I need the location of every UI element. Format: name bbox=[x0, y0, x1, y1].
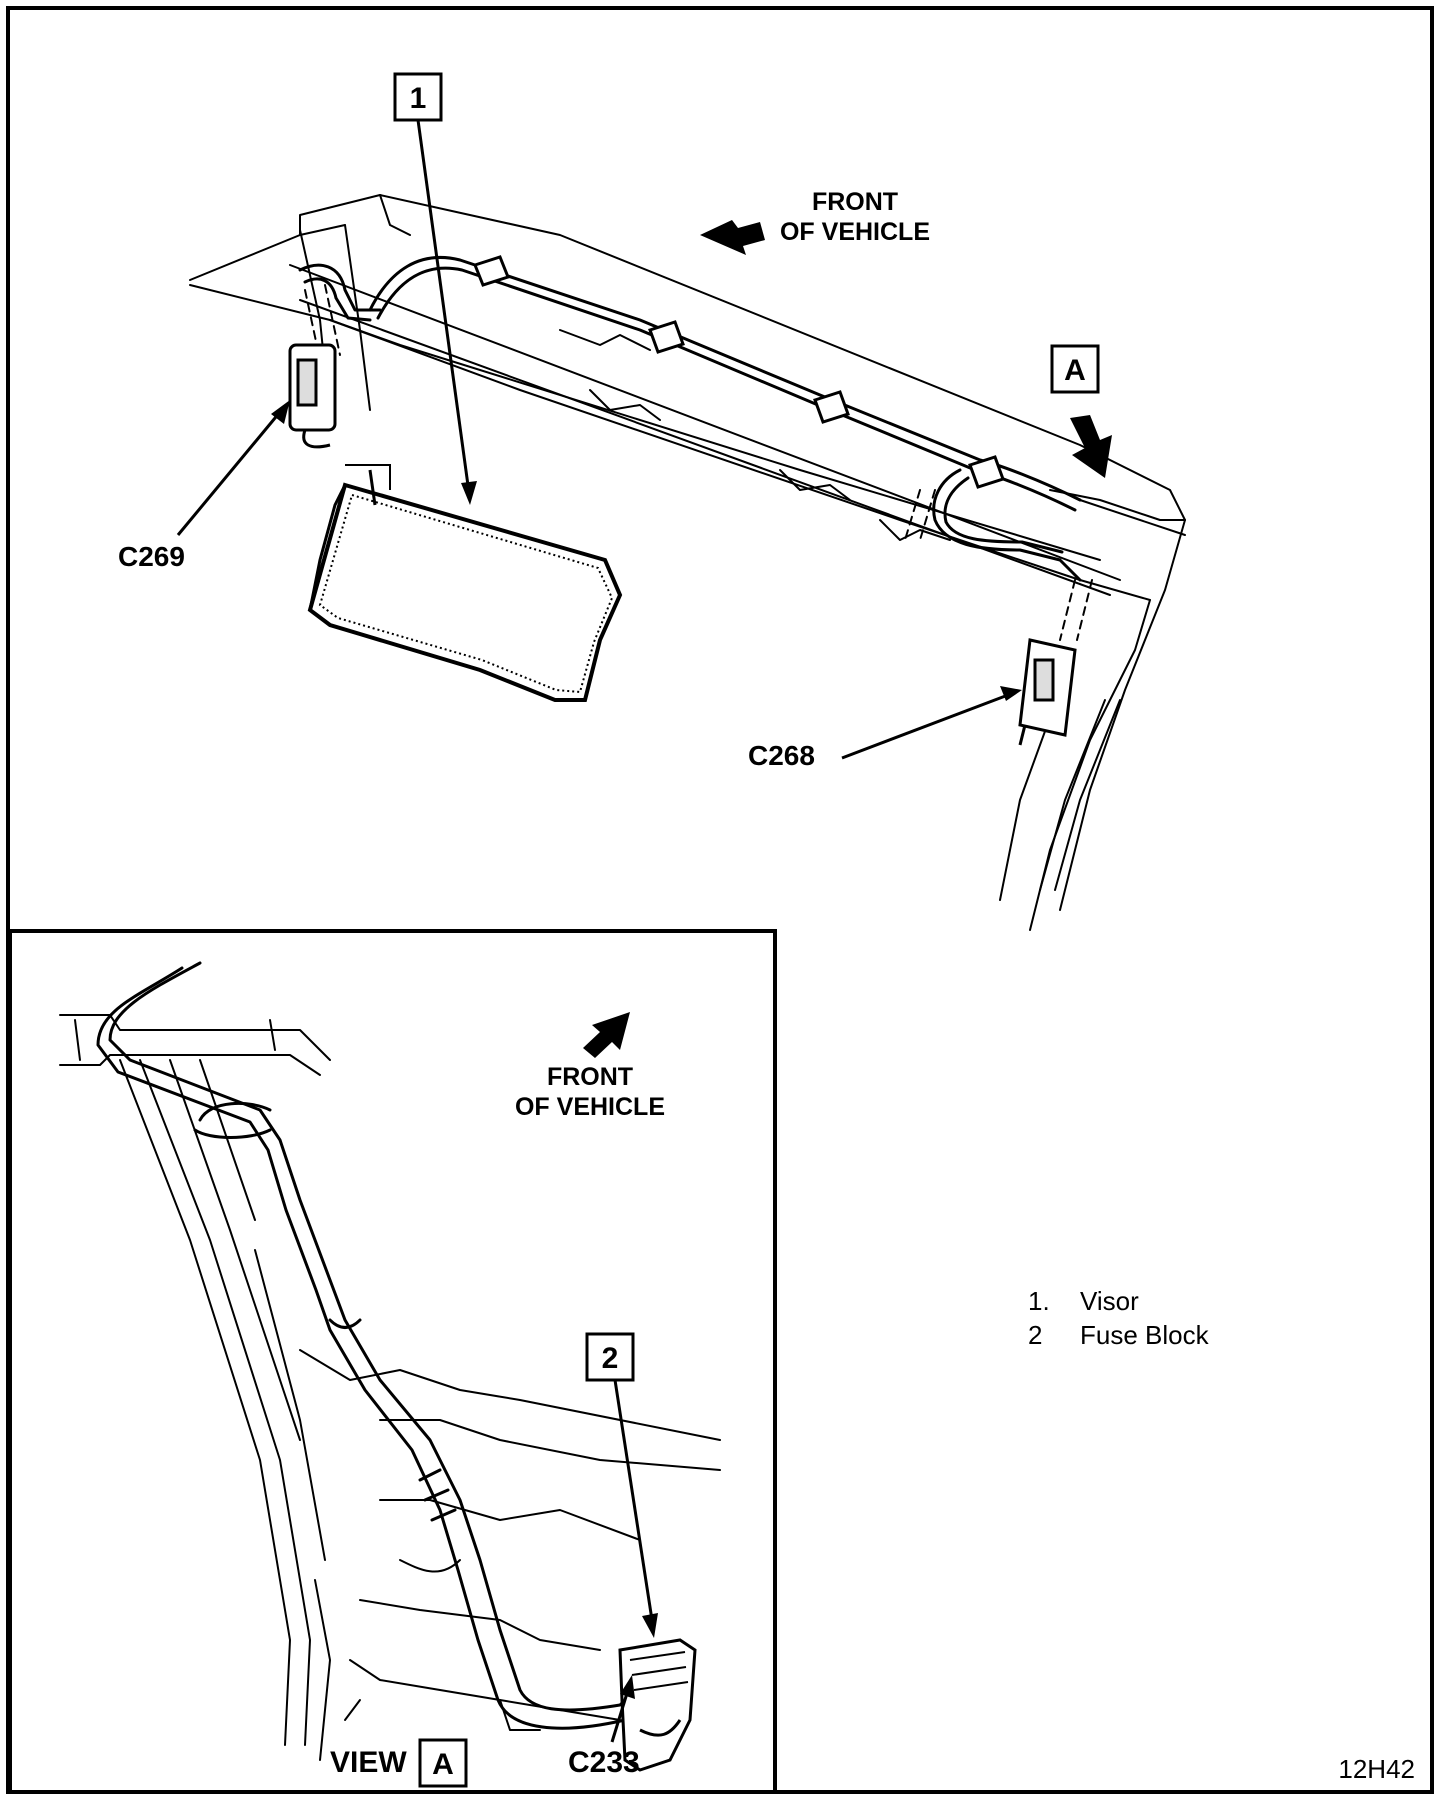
legend: 1. Visor 2 Fuse Block bbox=[1028, 1286, 1210, 1350]
view-a-arrow-icon bbox=[1070, 415, 1112, 478]
c268-callout: C268 bbox=[748, 686, 1022, 771]
front-of-vehicle-inset: FRONT OF VEHICLE bbox=[515, 1012, 665, 1121]
front-arrow-up-right-icon bbox=[583, 1012, 630, 1058]
front-of-vehicle-main: FRONT OF VEHICLE bbox=[700, 188, 930, 255]
callout-1-leader bbox=[416, 119, 472, 501]
c233-callout: C233 bbox=[568, 1675, 640, 1779]
harness-clip bbox=[648, 320, 685, 354]
c268-leader bbox=[841, 693, 1009, 760]
view-a-caption-box bbox=[418, 1738, 468, 1788]
pillar-harness bbox=[96, 961, 632, 1730]
front-label-main-line1: FRONT bbox=[812, 188, 898, 216]
figure-id: 12H42 bbox=[1338, 1754, 1415, 1784]
c269-callout: C269 bbox=[118, 400, 290, 572]
front-label-main-line2: OF VEHICLE bbox=[780, 218, 930, 246]
c269-label: C269 bbox=[118, 541, 185, 572]
callout-2-leader bbox=[613, 1379, 654, 1621]
view-a-caption: VIEW A bbox=[330, 1738, 468, 1788]
visor bbox=[307, 464, 623, 702]
connector-c269-body bbox=[288, 343, 337, 449]
main-view: 1 A FRONT OF VEHICLE C269 C268 bbox=[118, 72, 1186, 931]
legend-item-2-text: Fuse Block bbox=[1080, 1320, 1210, 1350]
c268-label: C268 bbox=[748, 740, 815, 771]
inset-view-a: FRONT OF VEHICLE 2 C233 VIEW A bbox=[8, 929, 777, 1794]
roof-structure bbox=[189, 194, 1186, 931]
legend-item-1-number: 1. bbox=[1028, 1286, 1050, 1316]
harness-clip bbox=[968, 455, 1005, 489]
callout-2: 2 bbox=[585, 1332, 658, 1638]
view-a-caption-letter: A bbox=[432, 1748, 454, 1781]
connector-c268-body bbox=[1018, 638, 1077, 746]
legend-item-2-number: 2 bbox=[1028, 1320, 1042, 1350]
view-a-flag-letter: A bbox=[1064, 354, 1086, 387]
harness-clip bbox=[473, 255, 510, 287]
visor-outline bbox=[307, 482, 623, 702]
c269-leader bbox=[176, 411, 282, 536]
callout-1-number: 1 bbox=[410, 82, 427, 115]
callout-1-box bbox=[393, 72, 443, 122]
legend-item-1-text: Visor bbox=[1080, 1286, 1139, 1316]
front-arrow-left-icon bbox=[700, 220, 765, 255]
fuse-block-body bbox=[618, 1638, 697, 1772]
c233-label: C233 bbox=[568, 1746, 640, 1779]
view-a-flag-box bbox=[1050, 344, 1100, 394]
callout-1: 1 bbox=[393, 72, 477, 505]
callout-2-number: 2 bbox=[602, 1342, 619, 1375]
callout-2-box bbox=[585, 1332, 635, 1382]
front-label-inset-line2: OF VEHICLE bbox=[515, 1093, 665, 1121]
fuse-block bbox=[618, 1638, 697, 1772]
harness-clip bbox=[813, 390, 850, 424]
view-a-caption-text: VIEW bbox=[330, 1746, 407, 1779]
roof-harness bbox=[298, 255, 1186, 582]
pillar-structure bbox=[59, 1014, 721, 1761]
c233-leader bbox=[610, 1689, 630, 1743]
front-label-inset-line1: FRONT bbox=[547, 1063, 633, 1091]
harness-clips bbox=[473, 255, 1005, 489]
view-a-flag: A bbox=[1050, 344, 1112, 478]
